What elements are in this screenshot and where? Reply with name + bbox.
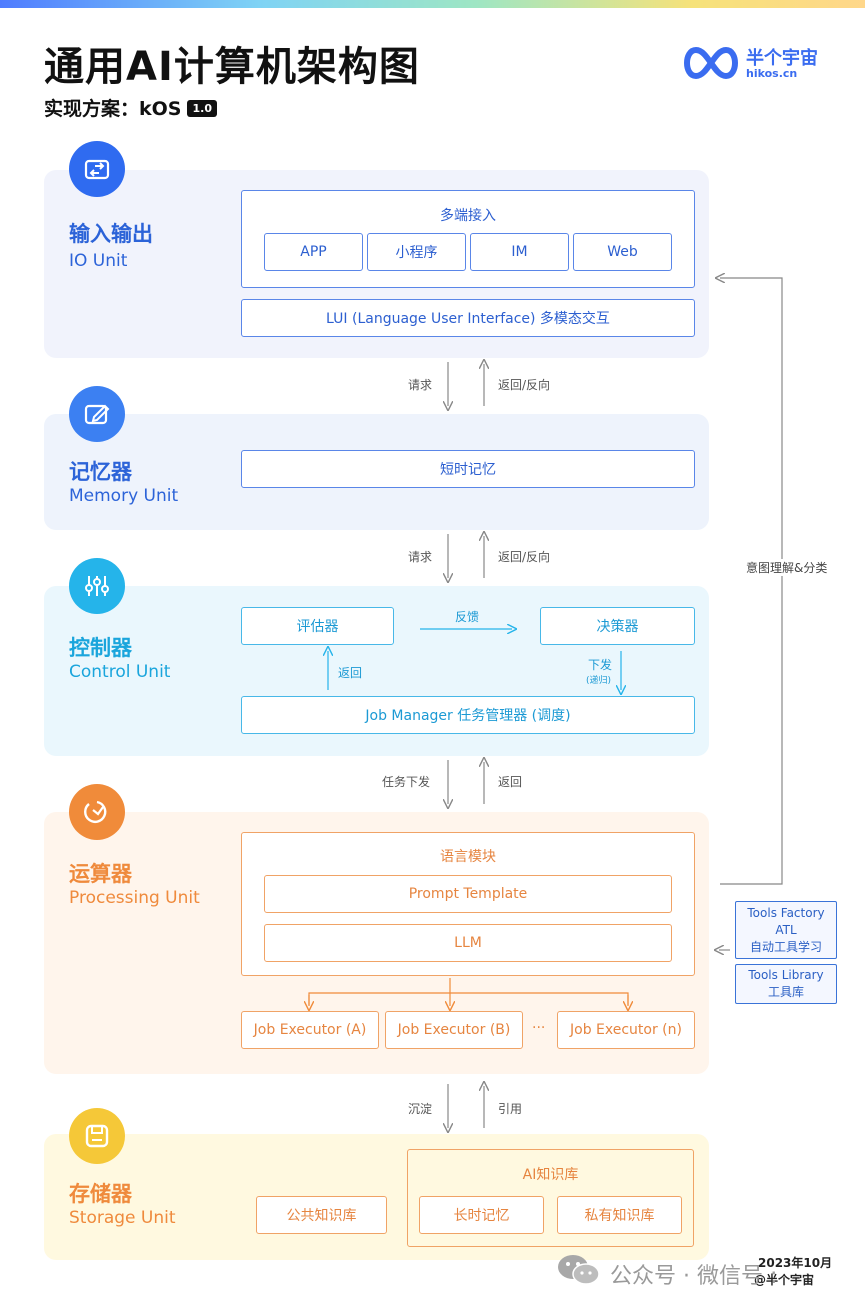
mem-ctl-down-label: 请求 (408, 550, 433, 564)
language-module-title: 语言模块 (440, 849, 496, 865)
edit-note-icon (84, 404, 110, 425)
job-executor-n: Job Executor (n) (557, 1011, 695, 1049)
page-subtitle: 实现方案：kOS 1.0 (44, 94, 217, 121)
private-kb-box: 私有知识库 (557, 1196, 682, 1234)
ctl-proc-up-label: 返回 (498, 775, 523, 789)
memory-unit-en: Memory Unit (69, 486, 179, 506)
decider-box: 决策器 (540, 607, 695, 645)
io-unit-en: IO Unit (69, 251, 128, 271)
proc-sto-up-label: 引用 (498, 1102, 523, 1116)
endpoint-app: APP (264, 233, 363, 271)
processing-unit-icon-circle (69, 784, 125, 840)
multi-endpoint-title: 多端接入 (440, 208, 496, 224)
endpoint-im: IM (470, 233, 569, 271)
long-term-memory-box: 长时记忆 (419, 1196, 544, 1234)
recursive-label: (递归) (586, 676, 612, 686)
version-badge: 1.0 (187, 100, 217, 117)
tools-factory-box: Tools Factory ATL 自动工具学习 (735, 901, 837, 959)
ai-kb-title: AI知识库 (522, 1167, 579, 1183)
watermark-text: 公众号 · 微信号 : (610, 1264, 778, 1289)
storage-unit-icon-circle (69, 1108, 125, 1164)
footer-date: 2023年10月 (758, 1256, 833, 1270)
io-mem-up-label: 返回/反向 (498, 378, 551, 392)
io-unit-cn: 输入输出 (69, 222, 153, 246)
footer-author: @半个宇宙 (754, 1273, 815, 1287)
disk-save-icon (85, 1124, 109, 1148)
prompt-template-box: Prompt Template (264, 875, 672, 913)
tools-factory-line3: 自动工具学习 (749, 939, 822, 954)
job-manager-box: Job Manager 任务管理器 (调度) (241, 696, 695, 734)
ai-kb-group (407, 1149, 694, 1247)
processing-unit-en: Processing Unit (69, 888, 200, 908)
processing-unit-cn: 运算器 (69, 862, 132, 886)
proc-sto-down-label: 沉淀 (408, 1102, 433, 1116)
top-gradient-bar (0, 0, 865, 8)
infinity-logo-icon (684, 46, 738, 80)
job-executor-b: Job Executor (B) (385, 1011, 523, 1049)
page-title: 通用AI计算机架构图 (44, 44, 420, 90)
mem-ctl-up-label: 返回/反向 (498, 550, 551, 564)
wechat-icon (558, 1255, 600, 1285)
feedback-label: 反馈 (455, 610, 480, 624)
dispatch-label: 下发 (588, 658, 613, 672)
subtitle-text: 实现方案：kOS (44, 98, 182, 120)
logo-name: 半个宇宙 (746, 48, 818, 69)
tools-library-line1: Tools Library (748, 968, 824, 982)
endpoint-web: Web (573, 233, 672, 271)
evaluator-box: 评估器 (241, 607, 394, 645)
io-exchange-icon (84, 159, 110, 180)
storage-unit-cn: 存储器 (69, 1182, 132, 1206)
public-kb-box: 公共知识库 (256, 1196, 387, 1234)
tools-factory-line1: Tools Factory (747, 905, 825, 920)
memory-unit-icon-circle (69, 386, 125, 442)
endpoint-miniprogram: 小程序 (367, 233, 466, 271)
control-unit-en: Control Unit (69, 662, 171, 682)
memory-unit-cn: 记忆器 (69, 460, 132, 484)
io-unit-icon-circle (69, 141, 125, 197)
tools-factory-line2: ATL (775, 922, 797, 937)
executor-ellipsis: ··· (532, 1020, 546, 1036)
gauge-icon (84, 800, 107, 823)
logo-domain: hikos.cn (746, 67, 798, 80)
lui-box: LUI (Language User Interface) 多模态交互 (241, 299, 695, 337)
tools-library-box: Tools Library 工具库 (735, 964, 837, 1004)
control-unit-icon-circle (69, 558, 125, 614)
control-unit-cn: 控制器 (69, 636, 132, 660)
ctl-proc-down-label: 任务下发 (382, 775, 431, 789)
control-return-label: 返回 (338, 666, 363, 680)
storage-unit-en: Storage Unit (69, 1208, 176, 1228)
job-executor-a: Job Executor (A) (241, 1011, 379, 1049)
intent-label: 意图理解&分类 (744, 559, 830, 576)
tools-library-line2: 工具库 (767, 985, 804, 999)
llm-box: LLM (264, 924, 672, 962)
short-term-memory-box: 短时记忆 (241, 450, 695, 488)
io-mem-down-label: 请求 (408, 378, 433, 392)
sliders-icon (85, 576, 109, 596)
